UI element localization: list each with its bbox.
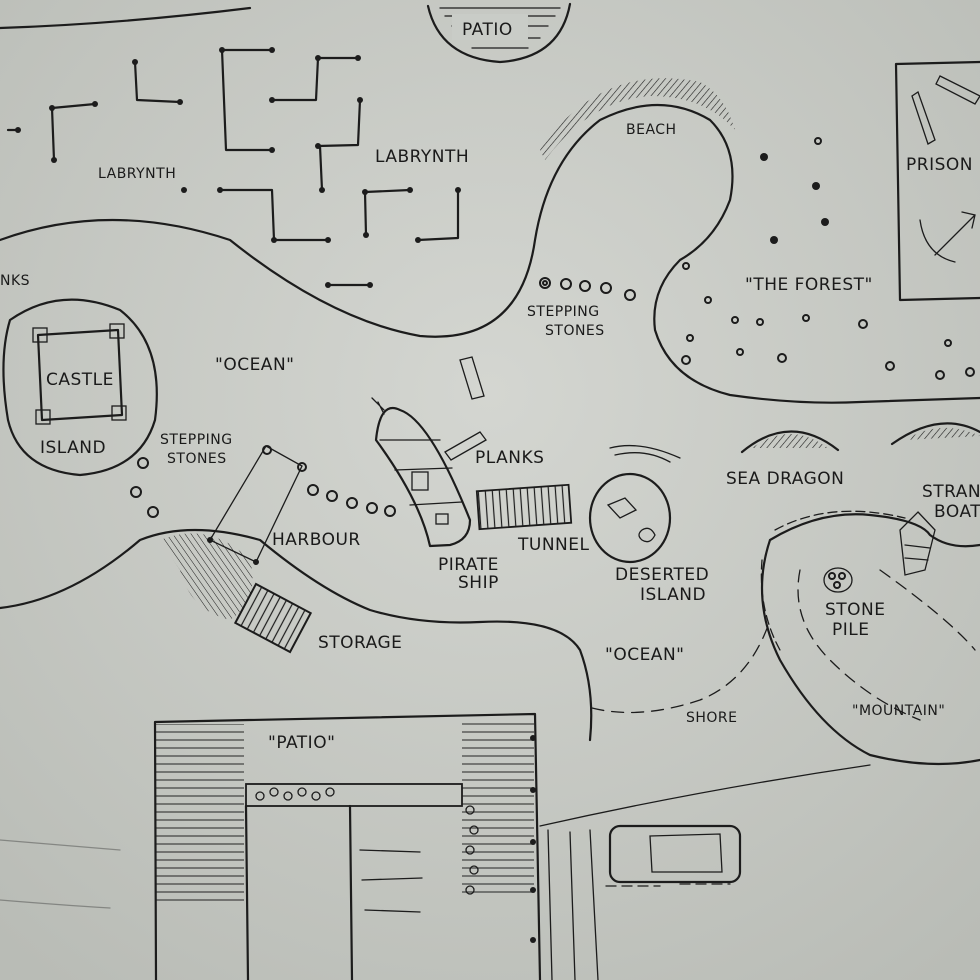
sea-dragon[interactable]: SEA DRAGON xyxy=(609,422,980,489)
prison-area[interactable]: PRISON xyxy=(894,60,980,302)
castle-island[interactable]: CASTLE ISLAND xyxy=(2,298,158,477)
deserted-island-label-2: ISLAND xyxy=(640,585,706,605)
shore-label: SHORE xyxy=(686,710,738,726)
patio-top-label: PATIO xyxy=(462,20,513,40)
ocean-bottom-label: "OCEAN" xyxy=(605,645,684,665)
pirate-ship-label-1: PIRATE xyxy=(438,555,499,575)
stepping-stones-left-label-1: STEPPING xyxy=(160,432,233,448)
deserted-island-label-1: DESERTED xyxy=(615,565,709,585)
tunnel-label: TUNNEL xyxy=(517,535,590,555)
beach-area[interactable]: BEACH xyxy=(540,78,735,160)
castle-label: CASTLE xyxy=(46,370,114,390)
forest-trees xyxy=(681,137,975,380)
planks-label: PLANKS xyxy=(475,448,544,468)
pirate-ship-label-2: SHIP xyxy=(458,573,499,593)
mountain-island[interactable]: STRAND BOAT STONE PILE "MOUNTAIN" xyxy=(760,482,980,766)
prison-label: PRISON xyxy=(906,155,973,175)
stone-pile-label-1: STONE xyxy=(825,600,886,620)
shore-path[interactable]: SHORE xyxy=(591,619,771,726)
sea-dragon-label: SEA DRAGON xyxy=(726,469,844,489)
stepping-stones-right[interactable]: STEPPING STONES xyxy=(527,277,636,339)
links-label: NKS xyxy=(0,273,30,289)
car[interactable] xyxy=(608,824,742,884)
stone-pile-label-2: PILE xyxy=(832,620,869,640)
ocean-top-label: "OCEAN" xyxy=(215,355,294,375)
patio-bottom-area[interactable]: "PATIO" xyxy=(153,712,542,980)
labyrinth-walls xyxy=(6,47,461,288)
harbour-label: HARBOUR xyxy=(272,530,361,550)
stepping-stones-left-label-2: STONES xyxy=(167,451,227,467)
storage-label: STORAGE xyxy=(318,633,402,653)
driveway[interactable] xyxy=(539,764,871,980)
stepping-stones-right-label-1: STEPPING xyxy=(527,304,600,320)
stranded-boat-label-1: STRAND xyxy=(922,482,980,502)
planks[interactable]: PLANKS xyxy=(444,356,544,468)
the-forest-label: "THE FOREST" xyxy=(745,275,873,295)
patio-top-area[interactable]: PATIO xyxy=(426,2,572,64)
stranded-boat-label-2: BOAT xyxy=(934,502,980,522)
stepping-stones-left[interactable]: STEPPING STONES xyxy=(130,432,233,518)
pirate-ship[interactable]: PIRATE SHIP xyxy=(371,397,499,593)
harbour-area[interactable]: HARBOUR xyxy=(0,445,593,742)
beach-label: BEACH xyxy=(626,122,677,138)
labyrinth-landmass[interactable]: LABRYNTH LABRYNTH NKS xyxy=(0,6,980,404)
storage[interactable]: STORAGE xyxy=(233,582,402,654)
forest-area[interactable]: "THE FOREST" xyxy=(681,137,975,380)
patio-bottom-label: "PATIO" xyxy=(268,733,335,753)
stepping-stones-right-label-2: STONES xyxy=(545,323,605,339)
mountain-label: "MOUNTAIN" xyxy=(852,703,945,719)
deserted-island[interactable]: DESERTED ISLAND xyxy=(588,472,709,605)
labrynth-small-label: LABRYNTH xyxy=(98,166,176,182)
tunnel[interactable]: TUNNEL xyxy=(475,483,590,555)
labrynth-label: LABRYNTH xyxy=(375,147,469,167)
castle-island-label: ISLAND xyxy=(40,438,106,458)
